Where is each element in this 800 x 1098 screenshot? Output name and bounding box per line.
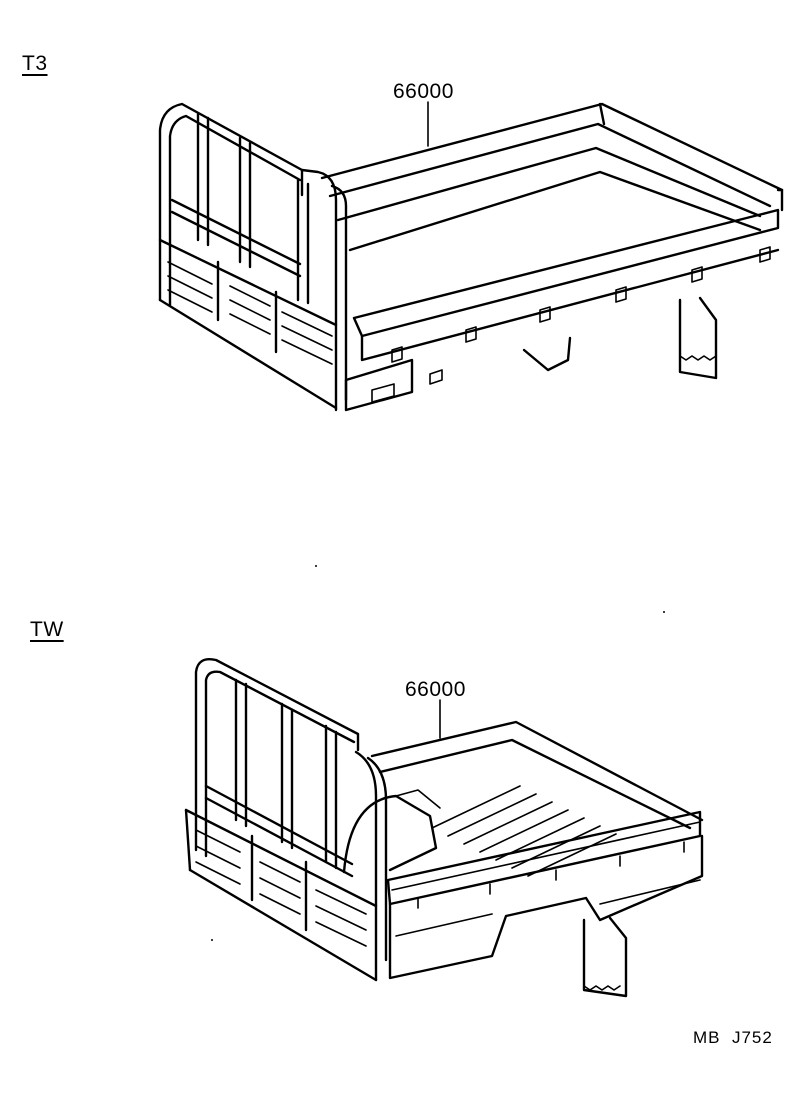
variant-label-t3: T3 xyxy=(22,52,48,75)
part-number-t3: 66000 xyxy=(393,80,454,103)
variant-label-tw: TW xyxy=(30,618,64,641)
t3-deck-illustration xyxy=(158,101,784,412)
part-number-tw: 66000 xyxy=(405,678,466,701)
drawing-code: MB J752 xyxy=(693,1028,773,1048)
tw-bed-illustration xyxy=(184,658,704,998)
drawing-code-number: J752 xyxy=(731,1028,773,1047)
drawing-code-prefix: MB xyxy=(693,1028,721,1047)
